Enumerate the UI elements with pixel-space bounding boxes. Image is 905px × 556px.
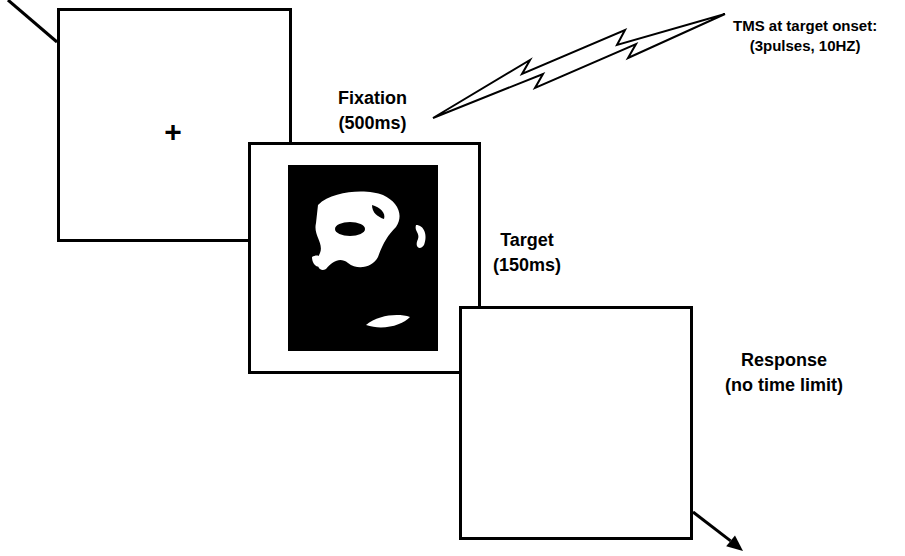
outgoing-arrowhead bbox=[726, 536, 743, 552]
image-ground bbox=[288, 165, 438, 351]
outgoing-arrow-line bbox=[693, 512, 731, 541]
tms-lightning-bolt bbox=[433, 14, 725, 118]
frame-label-group: Fixation(500ms) bbox=[338, 86, 407, 136]
ear-highlight bbox=[416, 225, 426, 248]
phase-name: Target bbox=[493, 228, 561, 253]
frame-label-group: Target(150ms) bbox=[493, 228, 561, 278]
tms-label-group: TMS at target onset:(3pulses, 10HZ) bbox=[733, 16, 877, 56]
incoming-line bbox=[8, 0, 57, 42]
phase-duration: (no time limit) bbox=[725, 373, 843, 398]
target-frame: Target(150ms) bbox=[248, 142, 481, 374]
eye-shadow bbox=[335, 222, 365, 236]
phase-duration: (500ms) bbox=[338, 111, 407, 136]
tms-note: (3pulses, 10HZ) bbox=[733, 36, 877, 56]
frame-center bbox=[462, 309, 690, 537]
phase-name: Fixation bbox=[338, 86, 407, 111]
brow-shadow bbox=[372, 205, 384, 219]
response-frame: Response(no time limit) bbox=[459, 306, 693, 540]
phase-duration: (150ms) bbox=[493, 253, 561, 278]
tms-note: TMS at target onset: bbox=[733, 16, 877, 36]
mooney-face-image bbox=[288, 165, 438, 351]
phase-name: Response bbox=[725, 348, 843, 373]
mouth-highlight bbox=[366, 315, 410, 327]
face-highlight bbox=[315, 192, 399, 270]
fixation-cross: + bbox=[164, 103, 185, 147]
frame-label-group: Response(no time limit) bbox=[725, 348, 843, 398]
cheek-highlight bbox=[312, 255, 322, 266]
